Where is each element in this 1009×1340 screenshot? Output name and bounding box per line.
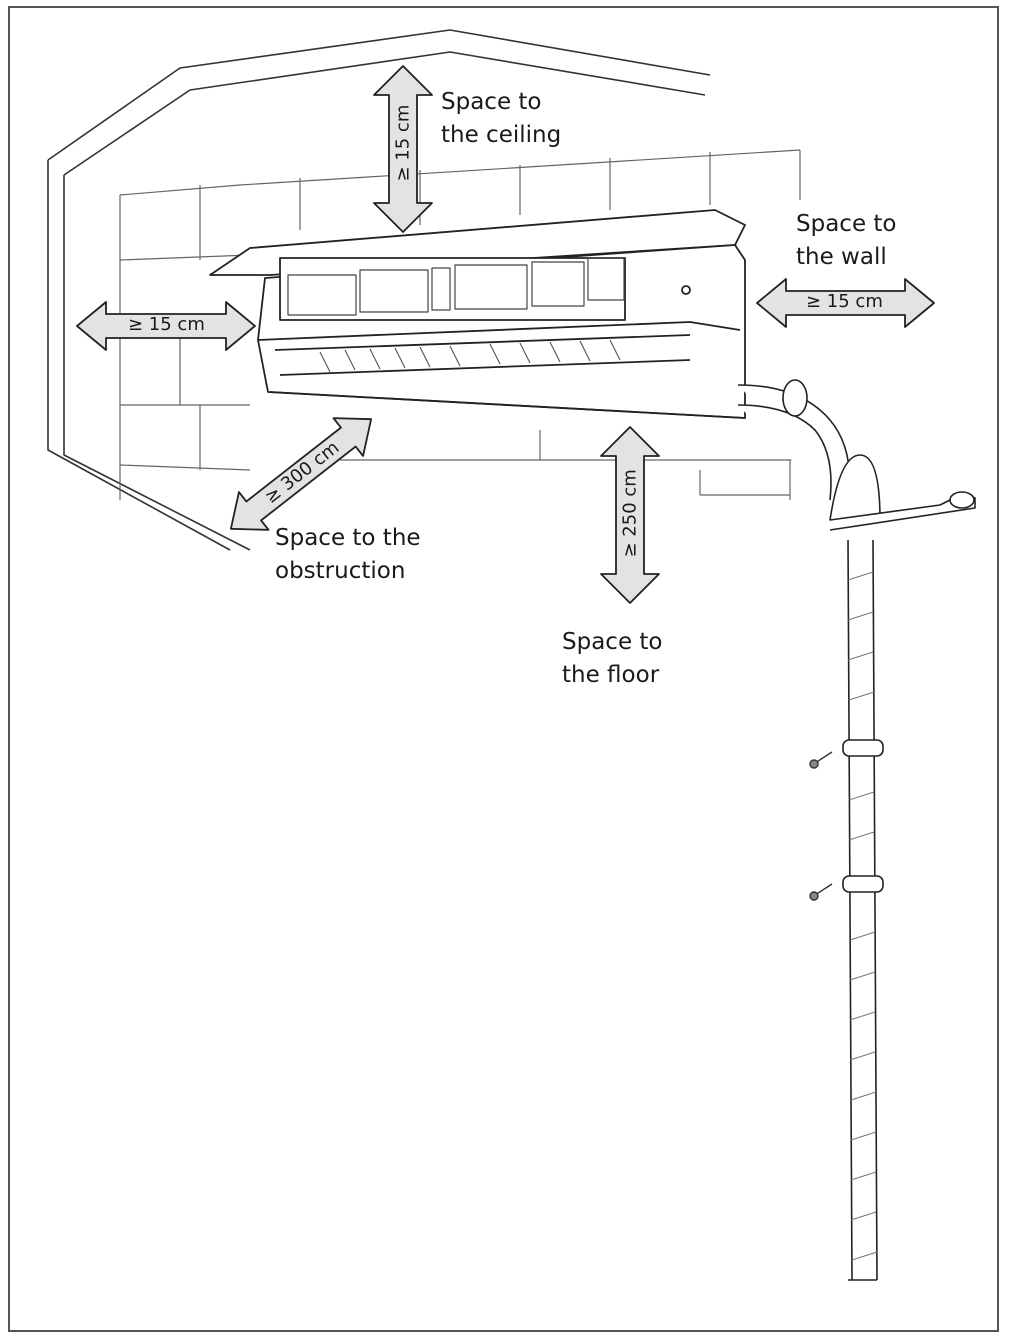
floor-label: Space to the floor	[562, 626, 663, 692]
brick-wall	[119, 149, 801, 500]
ceiling-label-line-1: Space to	[441, 89, 542, 115]
wall-label-line-1: Space to	[796, 211, 897, 237]
wall-label-line-2: the wall	[796, 244, 887, 270]
ceiling-clearance-value: ≥ 15 cm	[392, 104, 414, 182]
floor-clearance-value: ≥ 250 cm	[619, 469, 641, 558]
floor-label-line-2: the floor	[562, 662, 660, 688]
obstruction-label-line-2: obstruction	[275, 558, 406, 584]
screw-icon	[809, 883, 833, 901]
ceiling-label-line-2: the ceiling	[441, 122, 562, 148]
obstruction-label-line-1: Space to the	[275, 525, 421, 551]
drain-pipe	[737, 379, 976, 1281]
wall-clearance-value: ≥ 15 cm	[806, 291, 883, 312]
left-clearance-arrow	[76, 301, 256, 351]
ceiling-clearance-arrow	[373, 65, 433, 233]
wall-clearance-arrow	[756, 278, 935, 328]
room-outline	[47, 29, 711, 551]
ac-indoor-unit	[209, 209, 746, 419]
screw-icon	[809, 751, 833, 769]
floor-label-line-1: Space to	[562, 629, 663, 655]
obstruction-label: Space to the obstruction	[275, 522, 421, 588]
wall-label: Space to the wall	[796, 208, 897, 274]
ceiling-label: Space to the ceiling	[441, 86, 561, 152]
left-clearance-value: ≥ 15 cm	[128, 314, 205, 335]
obstruction-clearance-arrow	[229, 417, 373, 531]
floor-clearance-arrow	[600, 426, 660, 604]
